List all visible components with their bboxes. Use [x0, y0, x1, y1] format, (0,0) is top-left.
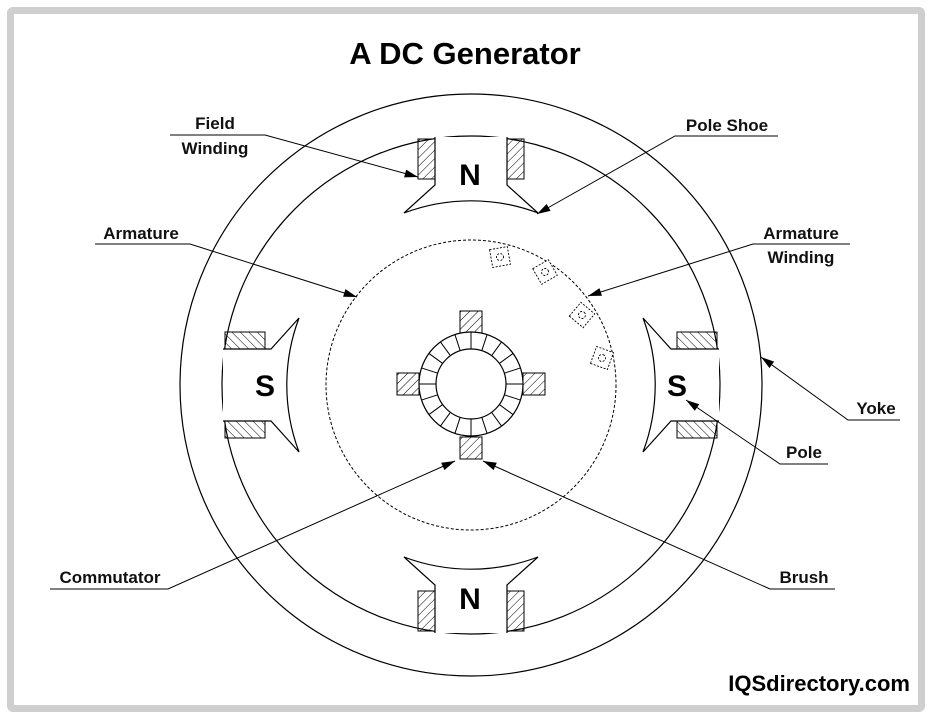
leader-lines — [50, 134, 900, 590]
commutator-segment-divider — [481, 417, 488, 434]
yoke-inner-circle — [221, 135, 721, 635]
commutator-segment-divider — [440, 341, 451, 356]
yoke-outer-circle — [179, 93, 763, 677]
label-brush: Brush — [779, 568, 828, 587]
commutator-segment-divider — [504, 367, 521, 374]
watermark-logo: IQSdirectory.com — [728, 671, 910, 696]
commutator-segment-divider — [481, 334, 488, 351]
commutator-segment-divider — [454, 417, 461, 434]
pole-letter-left: S — [255, 370, 275, 403]
commutator-segment-divider — [454, 334, 461, 351]
commutator — [418, 331, 524, 437]
label-yoke: Yoke — [856, 399, 895, 418]
label-pole: Pole — [786, 443, 822, 462]
armature-winding-coils — [489, 246, 615, 371]
commutator-segment-divider — [421, 367, 438, 374]
commutator-segment-divider — [440, 412, 451, 427]
label-field-winding-line2: Winding — [182, 139, 249, 158]
label-armature-winding-line2: Winding — [768, 248, 835, 267]
pole-letter-bottom: N — [459, 583, 481, 616]
armature-circle — [325, 239, 617, 531]
label-armature: Armature — [103, 224, 179, 243]
label-pole-shoe: Pole Shoe — [686, 116, 768, 135]
commutator-segment-divider — [491, 412, 502, 427]
label-field-winding-line1: Field — [195, 114, 235, 133]
commutator-segment-divider — [428, 404, 443, 415]
label-commutator: Commutator — [59, 568, 160, 587]
label-armature-winding-line1: Armature — [763, 224, 839, 243]
commutator-segment-divider — [504, 394, 521, 401]
page-title: A DC Generator — [349, 36, 580, 71]
commutator-segment-divider — [499, 353, 514, 364]
pole-letter-top: N — [459, 159, 481, 192]
commutator-segment-divider — [428, 353, 443, 364]
commutator-segment-divider — [421, 394, 438, 401]
commutator-segment-divider — [491, 341, 502, 356]
commutator-segment-divider — [499, 404, 514, 415]
pole-letter-right: S — [667, 370, 687, 403]
